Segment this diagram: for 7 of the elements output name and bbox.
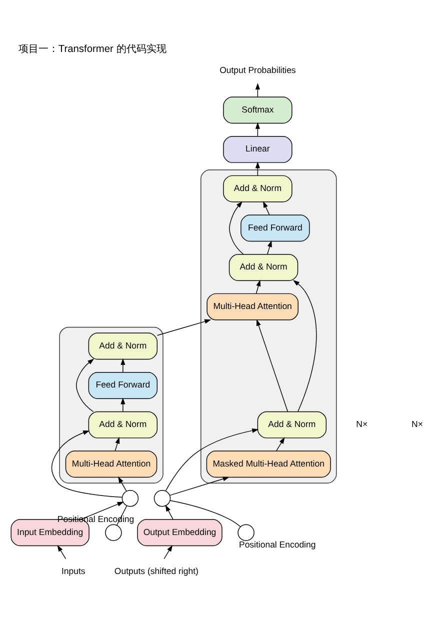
node-text: Inputs (61, 566, 86, 576)
node-label: Positional Encoding (238, 539, 316, 550)
diagram-title: 项目一：Transformer 的代码实现 (18, 43, 166, 54)
node-text: Outputs (shifted right) (114, 566, 198, 576)
label: N× (356, 418, 368, 429)
node-text: Output Probabilities (220, 64, 296, 75)
label: N× (412, 418, 423, 429)
